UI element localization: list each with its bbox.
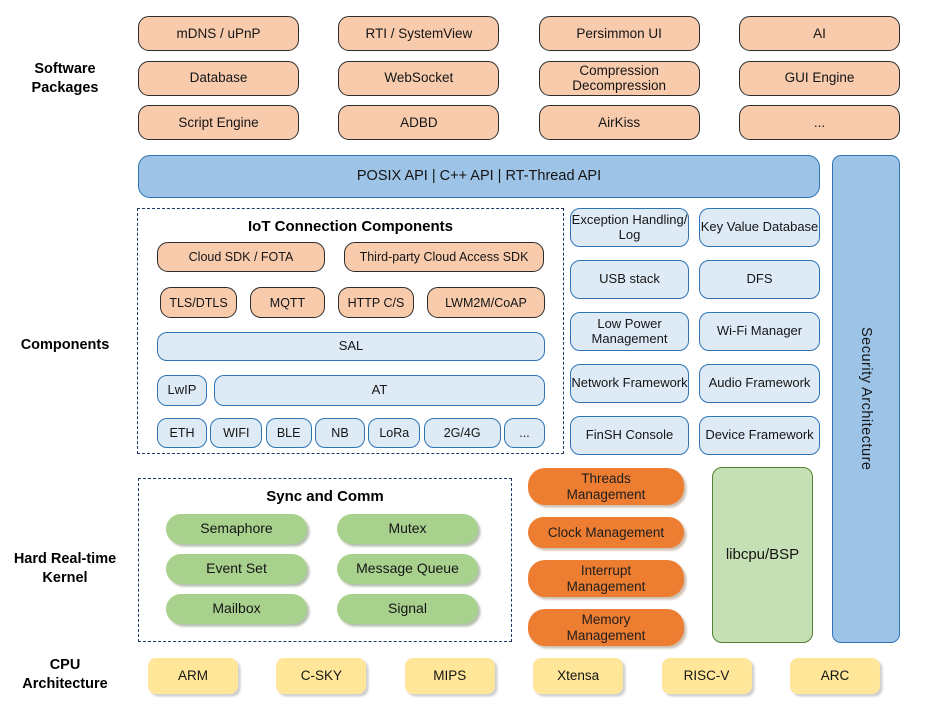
iot-link-row: ETH WIFI BLE NB LoRa 2G/4G ... bbox=[157, 418, 545, 448]
package-box-persimmon-ui: Persimmon UI bbox=[538, 16, 700, 51]
component-box-network-framework: Network Framework bbox=[570, 364, 689, 403]
kernel-box-mutex: Mutex bbox=[337, 514, 478, 544]
kernel-box-memory-management: Memory Management bbox=[528, 609, 684, 646]
cpu-box-c-sky: C-SKY bbox=[276, 658, 367, 694]
iot-box-lwip: LwIP bbox=[157, 375, 207, 406]
section-label-line: Hard Real-time bbox=[13, 551, 117, 567]
kernel-box-event-set: Event Set bbox=[166, 554, 307, 584]
component-box-dfs: DFS bbox=[699, 260, 820, 299]
section-label-line: Software bbox=[34, 61, 96, 77]
cpu-box-mips: MIPS bbox=[404, 658, 495, 694]
iot-box-eth: ETH bbox=[157, 418, 207, 448]
software-packages-grid: mDNS / uPnP RTI / SystemView Persimmon U… bbox=[138, 16, 900, 140]
component-box-audio-framework: Audio Framework bbox=[699, 364, 820, 403]
package-box-adbd: ADBD bbox=[338, 105, 500, 140]
kernel-box-signal: Signal bbox=[337, 594, 478, 624]
package-box-rti-systemview: RTI / SystemView bbox=[338, 16, 500, 51]
cpu-architecture-row: ARM C-SKY MIPS Xtensa RISC-V ARC bbox=[148, 658, 880, 694]
section-label-line: Components bbox=[20, 337, 110, 353]
component-box-finsh-console: FinSH Console bbox=[570, 416, 689, 455]
iot-box-tls-dtls: TLS/DTLS bbox=[160, 287, 237, 318]
kernel-management-column: Threads Management Clock Management Inte… bbox=[528, 468, 684, 646]
iot-stack-row: LwIP AT bbox=[157, 375, 545, 406]
cpu-box-risc-v: RISC-V bbox=[661, 658, 752, 694]
component-box-wifi-manager: Wi-Fi Manager bbox=[699, 312, 820, 351]
cpu-box-arm: ARM bbox=[148, 658, 238, 694]
cpu-box-xtensa: Xtensa bbox=[533, 658, 624, 694]
sync-and-comm-title: Sync and Comm bbox=[266, 488, 384, 505]
component-box-low-power-management: Low Power Management bbox=[570, 312, 689, 351]
cpu-box-arc: ARC bbox=[789, 658, 880, 694]
package-box-websocket: WebSocket bbox=[338, 60, 500, 96]
kernel-box-clock-management: Clock Management bbox=[528, 517, 684, 548]
package-box-compression: Compression Decompression bbox=[538, 60, 700, 96]
kernel-box-threads-management: Threads Management bbox=[528, 468, 684, 505]
iot-connection-components-group: IoT Connection Components Cloud SDK / FO… bbox=[137, 208, 564, 454]
iot-box-lwm2m-coap: LWM2M/CoAP bbox=[427, 287, 545, 318]
sync-and-comm-group: Sync and Comm Semaphore Mutex Event Set … bbox=[138, 478, 512, 642]
iot-cloud-row: Cloud SDK / FOTA Third-party Cloud Acces… bbox=[138, 242, 563, 272]
libcpu-bsp-box: libcpu/BSP bbox=[712, 467, 813, 643]
iot-box-nb: NB bbox=[314, 418, 365, 448]
iot-box-at: AT bbox=[214, 375, 545, 406]
iot-box-sal: SAL bbox=[157, 332, 545, 361]
section-label-cpu-architecture: CPU Architecture bbox=[0, 656, 130, 694]
iot-box-2g4g: 2G/4G bbox=[423, 418, 501, 448]
package-box-ai: AI bbox=[738, 16, 900, 51]
section-label-line: Architecture bbox=[22, 675, 108, 692]
section-label-line: Kernel bbox=[42, 569, 88, 586]
package-box-more: ... bbox=[738, 105, 900, 140]
component-box-device-framework: Device Framework bbox=[699, 416, 820, 455]
kernel-box-semaphore: Semaphore bbox=[166, 514, 307, 544]
package-box-airkiss: AirKiss bbox=[538, 105, 700, 140]
component-box-exception-handling-log: Exception Handling/ Log bbox=[570, 208, 689, 247]
component-box-key-value-database: Key Value Database bbox=[699, 208, 820, 247]
package-box-database: Database bbox=[138, 60, 299, 96]
section-label-software-packages: Software Packages bbox=[0, 60, 130, 98]
iot-box-more-links: ... bbox=[503, 418, 545, 448]
kernel-box-message-queue: Message Queue bbox=[337, 554, 478, 584]
security-architecture-label: Security Architecture bbox=[858, 327, 874, 471]
iot-box-mqtt: MQTT bbox=[250, 287, 325, 318]
sync-and-comm-grid: Semaphore Mutex Event Set Message Queue … bbox=[166, 514, 478, 624]
package-box-mdns-upnp: mDNS / uPnP bbox=[138, 16, 299, 51]
section-label-line: CPU bbox=[49, 657, 81, 673]
component-box-usb-stack: USB stack bbox=[570, 260, 689, 299]
iot-box-http-cs: HTTP C/S bbox=[338, 287, 414, 318]
iot-group-title: IoT Connection Components bbox=[248, 218, 453, 235]
api-banner: POSIX API | C++ API | RT-Thread API bbox=[138, 155, 820, 198]
kernel-box-interrupt-management: Interrupt Management bbox=[528, 560, 684, 597]
security-architecture-bar: Security Architecture bbox=[832, 155, 900, 643]
iot-box-third-party-cloud-sdk: Third-party Cloud Access SDK bbox=[344, 242, 544, 272]
component-services-grid: Exception Handling/ Log Key Value Databa… bbox=[570, 208, 820, 455]
section-label-components: Components bbox=[0, 336, 130, 355]
iot-box-cloud-sdk-fota: Cloud SDK / FOTA bbox=[157, 242, 325, 272]
iot-box-wifi: WIFI bbox=[210, 418, 263, 448]
package-box-gui-engine: GUI Engine bbox=[738, 60, 900, 96]
section-label-line: Packages bbox=[31, 79, 99, 96]
iot-protocol-row: TLS/DTLS MQTT HTTP C/S LWM2M/CoAP bbox=[160, 287, 545, 318]
iot-box-lora: LoRa bbox=[368, 418, 421, 448]
kernel-box-mailbox: Mailbox bbox=[166, 594, 307, 624]
section-label-kernel: Hard Real-time Kernel bbox=[0, 550, 130, 588]
package-box-script-engine: Script Engine bbox=[138, 105, 299, 140]
iot-box-ble: BLE bbox=[265, 418, 312, 448]
